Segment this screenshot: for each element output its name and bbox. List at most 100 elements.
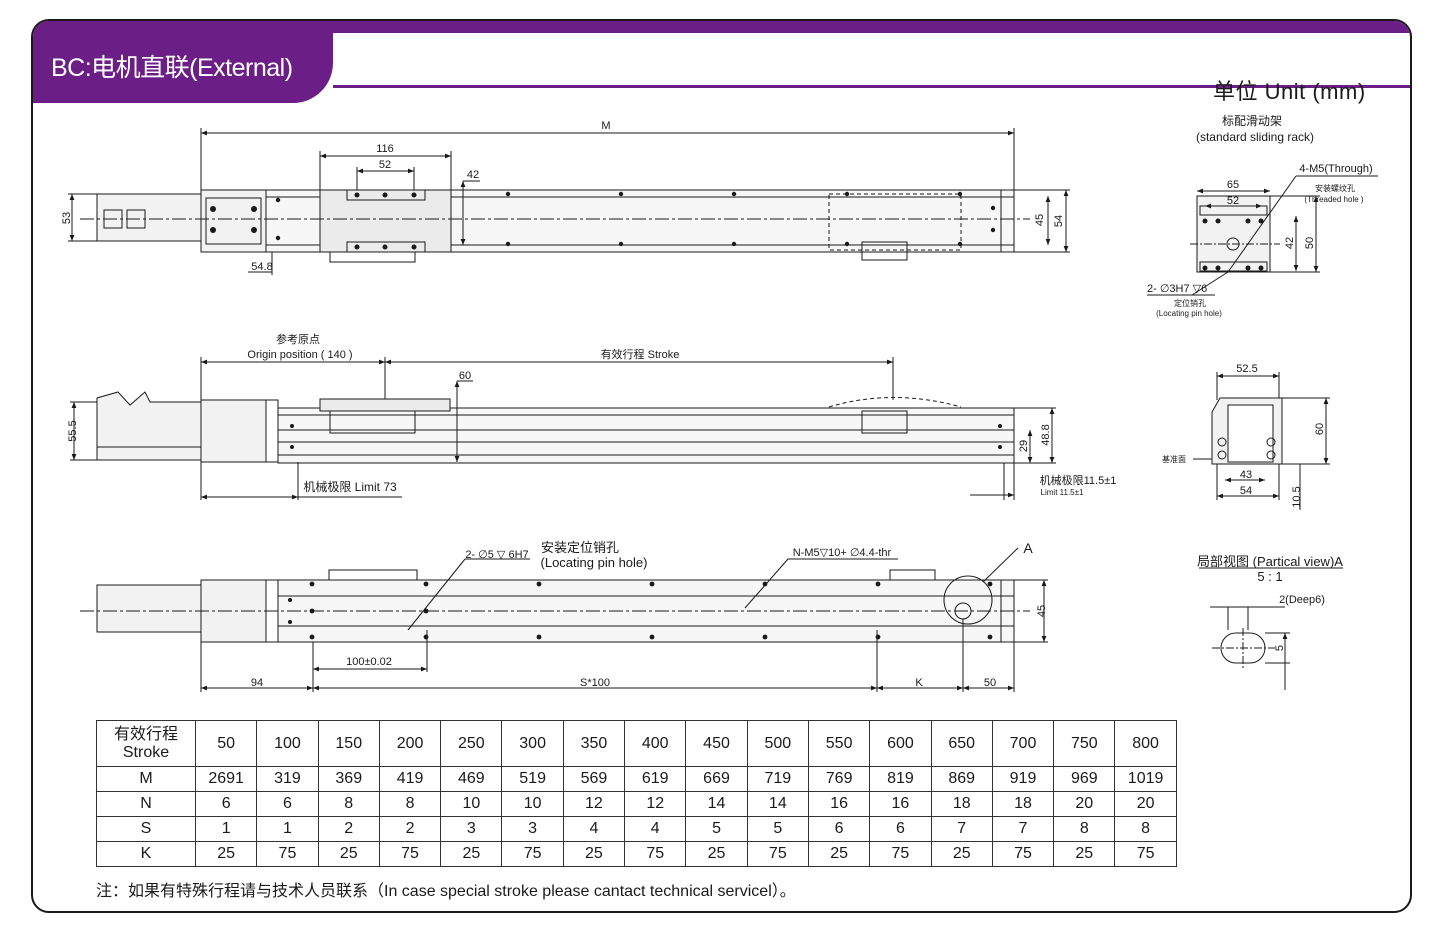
pin-cn: 定位销孔	[1174, 298, 1206, 308]
table-cell: 350	[562, 720, 626, 767]
table-cell: 8	[378, 791, 442, 817]
table-cell: 14	[746, 791, 809, 817]
table-cell: 1019	[1114, 766, 1177, 792]
bottom-dim-45: 45	[1036, 605, 1048, 617]
end-view	[1193, 372, 1330, 510]
table-cell: 3	[440, 816, 503, 842]
slider-title-en: (standard sliding rack)	[1196, 130, 1314, 144]
end-dim-60: 60	[1314, 423, 1326, 435]
end-dim-10-5: 10.5	[1291, 486, 1303, 507]
table-cell: 569	[562, 766, 626, 792]
partial-deep: 2(Deep6)	[1279, 594, 1325, 606]
origin-en: Origin position ( 140 )	[247, 349, 352, 361]
dim-52: 52	[379, 159, 391, 171]
bottom-view	[80, 547, 1048, 692]
limit-left: 机械极限 Limit 73	[303, 479, 397, 494]
table-cell: 2691	[194, 766, 258, 792]
detail-dim-52: 52	[1227, 195, 1239, 207]
table-cell: 869	[930, 766, 993, 792]
slider-title-cn: 标配滑动架	[1222, 114, 1282, 128]
pin-hole-cn: 安装定位销孔	[541, 540, 619, 555]
table-cell: 419	[378, 766, 442, 792]
table-cell: 25	[807, 841, 871, 867]
table-cell: 25	[562, 841, 626, 867]
hole-markers	[210, 191, 1264, 640]
table-cell: 750	[1053, 720, 1116, 767]
table-cell: 769	[807, 766, 871, 792]
table-cell: 16	[807, 791, 871, 817]
table-cell: 100	[256, 720, 319, 767]
thread-en: (Threaded hole )	[1304, 195, 1363, 204]
nm5-label: N-M5▽10+ ∅4.4-thr	[793, 547, 892, 559]
table-cell: 25	[317, 841, 380, 867]
table-cell: 8	[1053, 816, 1116, 842]
detail-dim-50: 50	[1304, 237, 1316, 249]
footnote: 注：如果有特殊行程请与技术人员联系（In case special stroke…	[96, 883, 796, 900]
table-cell: 6	[256, 791, 319, 817]
dim-45: 45	[1034, 214, 1046, 226]
table-cell: 819	[869, 766, 932, 792]
side-dim-29: 29	[1018, 440, 1030, 452]
table-cell: 3	[501, 816, 564, 842]
table-cell: 18	[930, 791, 993, 817]
table-cell: 8	[1114, 816, 1177, 842]
side-dim-48-8: 48.8	[1040, 424, 1052, 445]
table-cell: 6	[807, 816, 871, 842]
slider-detail	[1147, 175, 1378, 296]
table-cell: 519	[501, 766, 564, 792]
partial-title: 局部视图 (Partical view)A	[1197, 554, 1343, 569]
table-cell: 300	[501, 720, 564, 767]
detail-dim-42: 42	[1284, 237, 1296, 249]
pin-hole-label: 2- ∅5 ▽ 6H7	[465, 549, 528, 561]
dim-116: 116	[376, 143, 394, 155]
table-cell: 75	[991, 841, 1055, 867]
dim-s100: S*100	[580, 677, 610, 689]
table-cell: 2	[317, 816, 380, 842]
table-cell: 700	[991, 720, 1055, 767]
end-dim-54: 54	[1240, 485, 1252, 497]
dim-54: 54	[1053, 215, 1065, 227]
table-cell: 919	[991, 766, 1055, 792]
stroke-label: 有效行程 Stroke	[601, 347, 680, 361]
table-cell: 369	[317, 766, 380, 792]
table-cell: 25	[194, 841, 258, 867]
partial-dim-5: 5	[1274, 645, 1286, 651]
table-cell: 5	[685, 816, 748, 842]
mark-A: A	[1023, 540, 1033, 556]
thread-cn: 安装螺纹孔	[1315, 183, 1355, 193]
page-title: BC:电机直联(External)	[51, 54, 293, 82]
table-cell: 75	[746, 841, 809, 867]
table-cell: 800	[1114, 720, 1177, 767]
row-label-stroke-cn: 有效行程	[113, 725, 178, 743]
table-cell: 250	[440, 720, 503, 767]
dimension-labels: M 116 52 42 53 45 54 54.8 标配滑动架 (standar…	[61, 114, 1373, 689]
table-cell: 200	[378, 720, 442, 767]
table-cell: 7	[991, 816, 1055, 842]
unit-label: 单位 Unit (mm)	[1213, 79, 1366, 104]
table-cell: 600	[869, 720, 932, 767]
dim-100: 100±0.02	[346, 656, 392, 668]
table-cell: 500	[746, 720, 809, 767]
datum-label: 基准面	[1162, 454, 1186, 464]
table-cell: 669	[685, 766, 748, 792]
side-dim-55-5: 55.5	[67, 420, 79, 441]
table-cell: 75	[869, 841, 932, 867]
table-cell: 6	[869, 816, 932, 842]
table-cell: 550	[807, 720, 871, 767]
table-cell: 16	[869, 791, 932, 817]
dim-42: 42	[467, 169, 479, 181]
table-cell: 5	[746, 816, 809, 842]
table-cell: 4	[562, 816, 626, 842]
origin-cn: 参考原点	[276, 332, 320, 346]
row-label-K: K	[96, 841, 196, 867]
table-cell: 25	[440, 841, 503, 867]
table-cell: 6	[194, 791, 258, 817]
detail-dim-65: 65	[1227, 179, 1239, 191]
table-cell: 2	[378, 816, 442, 842]
table-cell: 10	[440, 791, 503, 817]
dim-54-8: 54.8	[251, 261, 272, 273]
thread-label: 4-M5(Through)	[1299, 163, 1372, 175]
row-label-M: M	[96, 766, 196, 792]
